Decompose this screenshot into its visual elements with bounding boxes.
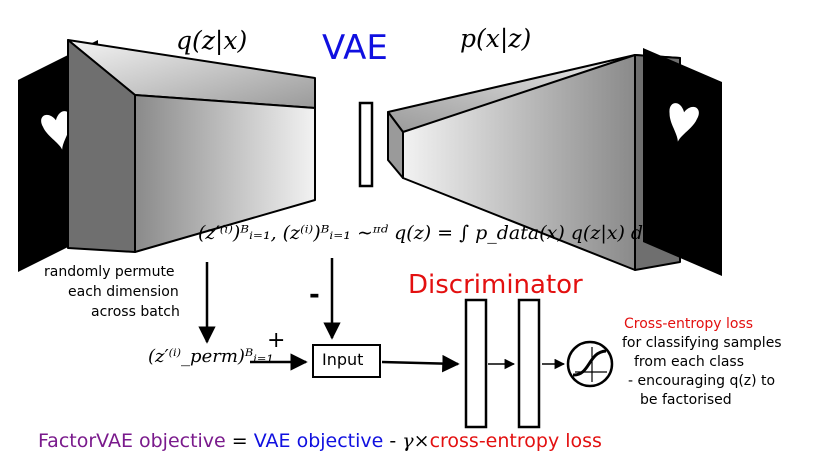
plus-sign: + bbox=[267, 328, 286, 353]
encoder-label: q(z|x) bbox=[176, 26, 248, 55]
encoder-block bbox=[67, 39, 316, 253]
loss-title: Cross-entropy loss bbox=[624, 316, 754, 332]
cross-entropy-term: cross-entropy loss bbox=[429, 430, 602, 452]
input-box bbox=[312, 344, 381, 378]
permute-note-line2: each dimension bbox=[68, 284, 179, 300]
input-box-label: Input bbox=[322, 350, 364, 369]
input-to-discriminator-arrow bbox=[381, 354, 460, 373]
sampling-formula: (z′⁽ⁱ⁾)ᴮᵢ₌₁, (z⁽ⁱ⁾)ᴮᵢ₌₁ ∼ᶦᶦᵈ q(z) = ∫ p_… bbox=[198, 222, 654, 244]
gamma-times: γ× bbox=[402, 430, 430, 452]
permute-note-line1: randomly permute bbox=[44, 264, 175, 280]
loss-line-1: for classifying samples bbox=[622, 335, 782, 351]
latent-bottleneck bbox=[358, 101, 374, 188]
permute-note-line3: across batch bbox=[91, 304, 180, 320]
loss-line-2: from each class bbox=[634, 354, 744, 370]
discriminator-layer-1 bbox=[464, 298, 488, 429]
minus-operator: - bbox=[383, 430, 403, 452]
discriminator-title: Discriminator bbox=[408, 270, 583, 300]
vae-title: VAE bbox=[322, 28, 388, 68]
objective-equation: FactorVAE objective = VAE objective - γ×… bbox=[38, 430, 602, 452]
output-image bbox=[643, 48, 722, 276]
equals-sign: = bbox=[225, 430, 254, 452]
decoder-label: p(x|z) bbox=[460, 24, 532, 53]
minus-sign: - bbox=[309, 280, 320, 310]
heart-icon bbox=[41, 111, 71, 150]
sigmoid-icon bbox=[566, 340, 614, 388]
discriminator-layer-2 bbox=[517, 298, 541, 429]
permuted-samples: (z′⁽ⁱ⁾_perm)ᴮᵢ₌₁ bbox=[148, 346, 274, 367]
vae-objective-term: VAE objective bbox=[253, 430, 384, 452]
heart-icon bbox=[669, 103, 699, 142]
factorvae-objective-term: FactorVAE objective bbox=[38, 430, 226, 452]
loss-line-3: - encouraging q(z) to bbox=[628, 373, 776, 389]
loss-line-4: be factorised bbox=[640, 392, 732, 408]
